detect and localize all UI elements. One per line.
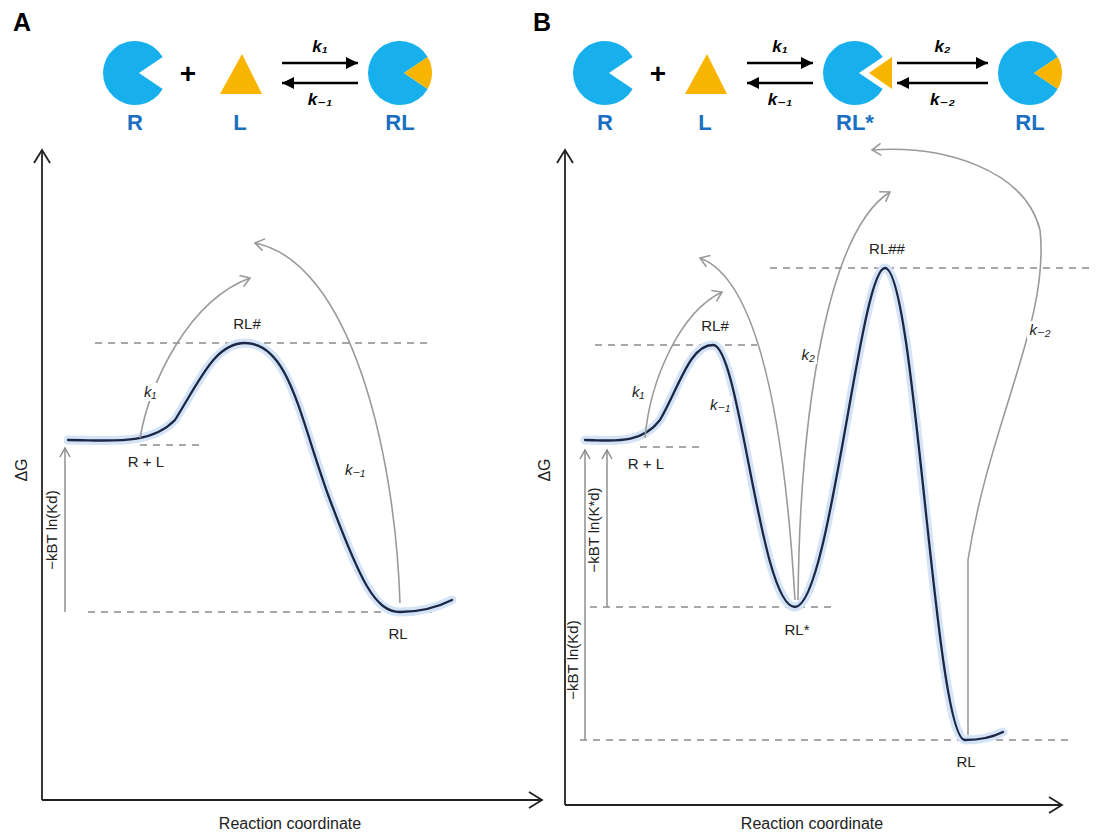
plus-sign: + <box>180 65 196 83</box>
rate-constant: k₋₂ <box>930 89 955 110</box>
molecule-node: RL <box>362 38 438 136</box>
state-label: RL# <box>701 317 729 335</box>
molecule-label: R <box>97 110 173 136</box>
molecule-label: RL <box>992 110 1068 136</box>
axis-title: ΔG <box>536 458 554 481</box>
molecule-icon <box>202 38 278 108</box>
molecule-icon <box>97 38 173 108</box>
rate-label: k₋₁ <box>708 396 732 414</box>
rate-label: k₁ <box>142 383 158 401</box>
axis-title: Reaction coordinate <box>741 815 883 833</box>
molecule-label: RL <box>362 110 438 136</box>
rate-constant: k₁ <box>312 37 327 57</box>
molecule-icon <box>567 38 643 108</box>
molecule-icon <box>992 38 1068 108</box>
rate-label: k₂ <box>799 346 816 364</box>
plus-sign: + <box>650 65 666 83</box>
state-label: RL# <box>233 315 261 333</box>
state-label: RL <box>388 625 407 643</box>
state-label: RL <box>956 753 975 771</box>
molecule-node: RL* <box>817 38 893 136</box>
molecule-label: R <box>567 110 643 136</box>
rate-arrow <box>282 62 358 65</box>
axis-title: Reaction coordinate <box>219 815 361 833</box>
energy-label: −kBT ln(K*d) <box>585 487 603 572</box>
state-label: RL## <box>869 240 905 258</box>
state-label: R + L <box>128 453 164 471</box>
energy-label: −kBT ln(Kd) <box>564 620 582 699</box>
molecule-label: L <box>667 110 743 136</box>
molecule-icon <box>667 38 743 108</box>
molecule-label: L <box>202 110 278 136</box>
rate-arrow <box>897 62 988 65</box>
state-label: RL* <box>784 621 809 639</box>
rate-arrow <box>747 62 813 65</box>
energy-label: −kBT ln(Kd) <box>43 490 61 569</box>
molecule-node: L <box>667 38 743 136</box>
rate-label: k₋₁ <box>343 461 367 479</box>
molecule-node: L <box>202 38 278 136</box>
molecule-node: R <box>97 38 173 136</box>
rate-arrow <box>747 82 813 85</box>
rate-constant: k₁ <box>772 37 787 57</box>
rate-arrow <box>897 82 988 85</box>
molecule-node: RL <box>992 38 1068 136</box>
rate-constant: k₋₁ <box>308 89 332 110</box>
molecule-node: R <box>567 38 643 136</box>
molecule-label: RL* <box>817 110 893 136</box>
molecule-icon <box>362 38 438 108</box>
rate-constant: k₂ <box>935 37 951 57</box>
panel-letter: B <box>533 13 551 31</box>
axis-title: ΔG <box>13 458 31 481</box>
rate-label: k₁ <box>630 383 646 401</box>
molecule-icon <box>817 38 893 108</box>
rate-arrow <box>282 82 358 85</box>
panel-letter: A <box>13 13 31 31</box>
rate-label: k₋₂ <box>1027 321 1052 339</box>
rate-constant: k₋₁ <box>768 89 792 110</box>
state-label: R + L <box>628 455 664 473</box>
